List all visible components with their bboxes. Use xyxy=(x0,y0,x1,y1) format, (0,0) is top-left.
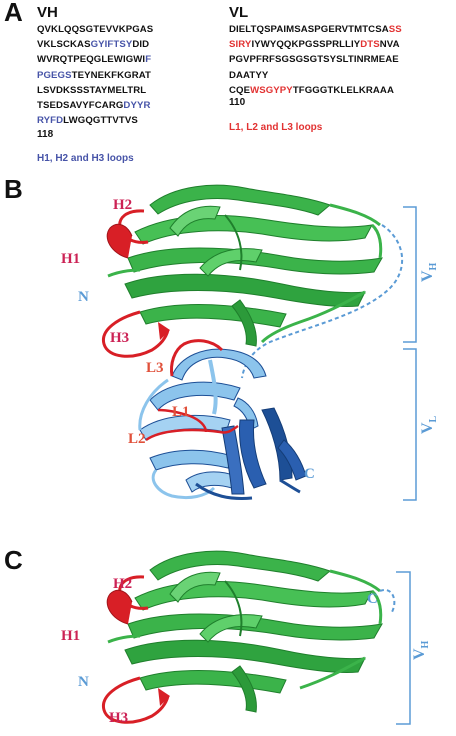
svg-text:VL: VL xyxy=(419,415,439,434)
panel-b-vl-bracket xyxy=(403,348,417,501)
vl-sequence-line: PGVPFRFSGSGSGTSYSLTINRMEAE xyxy=(229,52,402,67)
vl-cdr-segment: DTS xyxy=(360,39,380,51)
vh-framework-segment: TSEDSAVYFCARG xyxy=(37,100,124,112)
panel-b-l2-loop xyxy=(145,424,239,442)
vh-sequence-line: LSVDKSSSTAYMELTRL xyxy=(37,83,153,98)
vl-cdr-segment: WSGYPY xyxy=(250,84,293,96)
svg-text:VH: VH xyxy=(419,262,439,282)
panel-b-h3-label: H3 xyxy=(110,330,129,346)
vl-framework-segment: DAATYY xyxy=(229,69,269,81)
panel-c-vh-domain-label: VH xyxy=(411,640,431,660)
panel-b-vl-ribbon xyxy=(138,348,307,500)
panel-c-vh-bracket xyxy=(396,571,411,725)
vh-cdr-segment: RYFD xyxy=(37,115,64,127)
panel-b-vh-ribbon xyxy=(107,184,383,347)
vh-framework-segment: LSVDKSSSTAYMELTRL xyxy=(37,84,147,96)
vh-framework-segment: VKLSCKAS xyxy=(37,39,91,51)
vh-framework-segment: DID xyxy=(132,39,150,51)
panel-b-c-label: C xyxy=(304,466,315,482)
vl-sequence-line: DIELTQSPAIMSASPGERVTMTCSASS xyxy=(229,22,402,37)
panel-c-h2-label: H2 xyxy=(113,576,132,592)
vh-cdr-segment: PGEGS xyxy=(37,69,72,81)
vh-framework-segment: WVRQTPEQGLEWIGWI xyxy=(37,54,146,66)
vh-cdr-segment: GYIFTSY xyxy=(90,39,133,51)
vl-framework-segment: IYWYQQKPGSSPRLLIY xyxy=(251,39,361,51)
vh-sequence-line: VKLSCKASGYIFTSYDID xyxy=(37,37,153,52)
vh-sequence-line: QVKLQQSGTEVVKPGAS xyxy=(37,22,153,37)
vl-cdr-segment: SIRY xyxy=(229,39,252,51)
vl-sequence-line: CQEWSGYPYTFGGGTKLELKRAAA xyxy=(229,83,402,98)
vh-title: VH xyxy=(37,4,58,21)
panel-b-l1-loop xyxy=(157,408,208,433)
vl-framework-segment: NVA xyxy=(379,39,400,51)
vh-framework-segment: QVKLQQSGTEVVKPGAS xyxy=(37,24,154,35)
panel-c-vh-ribbon xyxy=(107,550,383,713)
panel-c-h1-label: H1 xyxy=(61,628,80,644)
panel-b-l1-label: L1 xyxy=(172,404,190,420)
panel-b-vh-domain-label: VH xyxy=(419,262,439,282)
vh-sequence-line: PGEGSTEYNEKFKGRAT xyxy=(37,68,153,83)
panel-c-h3-label: H3 xyxy=(109,710,128,726)
vl-loops-label: L1, L2 and L3 loops xyxy=(229,122,323,133)
vh-cdr-segment: F xyxy=(145,54,152,66)
vl-length: 110 xyxy=(229,97,246,108)
vl-framework-segment: DIELTQSPAIMSASPGERVTMTCSA xyxy=(229,24,389,35)
panel-c-h1-loop xyxy=(106,589,133,625)
panel-b-vl-domain-label: VL xyxy=(419,415,439,434)
panel-b-letter: B xyxy=(4,174,23,204)
panel-b-linker xyxy=(241,224,404,379)
vl-framework-segment: TFGGGTKLELKRAAA xyxy=(292,84,394,96)
vl-framework-segment: CQE xyxy=(229,84,251,96)
vh-framework-segment: LWGQGTTVTVS xyxy=(63,115,138,127)
vl-cdr-segment: SS xyxy=(388,24,402,35)
panel-b-l2-label: L2 xyxy=(128,431,146,447)
vl-framework-segment: PGVPFRFSGSGSGTSYSLTINRMEAE xyxy=(229,54,399,66)
panel-c-h3-loop xyxy=(102,676,170,724)
panel-b-h1-loop xyxy=(106,223,133,259)
panel-c-c-terminal-dash xyxy=(379,588,396,613)
panel-b-l3-label: L3 xyxy=(146,360,164,376)
vh-cdr-segment: DYYR xyxy=(123,100,151,112)
panel-b-vh-bracket xyxy=(403,206,417,343)
vl-title: VL xyxy=(229,4,249,21)
vh-sequence-line: RYFDLWGQGTTVTVS xyxy=(37,113,153,128)
panel-c-letter: C xyxy=(4,545,23,575)
panel-c-n-label: N xyxy=(78,674,89,690)
vh-sequence-line: WVRQTPEQGLEWIGWIF xyxy=(37,52,153,67)
panel-b-n-label: N xyxy=(78,289,89,305)
panel-b-h2-label: H2 xyxy=(113,197,132,213)
panel-b-l3-loop xyxy=(170,339,224,377)
vl-sequence-line: SIRYIYWYQQKPGSSPRLLIYDTSNVA xyxy=(229,37,402,52)
vh-loops-label: H1, H2 and H3 loops xyxy=(37,153,134,164)
vl-sequence-line: DAATYY xyxy=(229,68,402,83)
panel-c-c-label: C xyxy=(367,591,378,607)
panel-a-letter: A xyxy=(4,0,23,27)
panel-b-h1-label: H1 xyxy=(61,251,80,267)
vh-framework-segment: TEYNEKFKGRAT xyxy=(71,69,151,81)
panel-b-h3-loop xyxy=(102,310,170,358)
vh-sequence-line: TSEDSAVYFCARGDYYR xyxy=(37,98,153,113)
vh-length: 118 xyxy=(37,129,54,140)
svg-text:VH: VH xyxy=(411,640,431,660)
